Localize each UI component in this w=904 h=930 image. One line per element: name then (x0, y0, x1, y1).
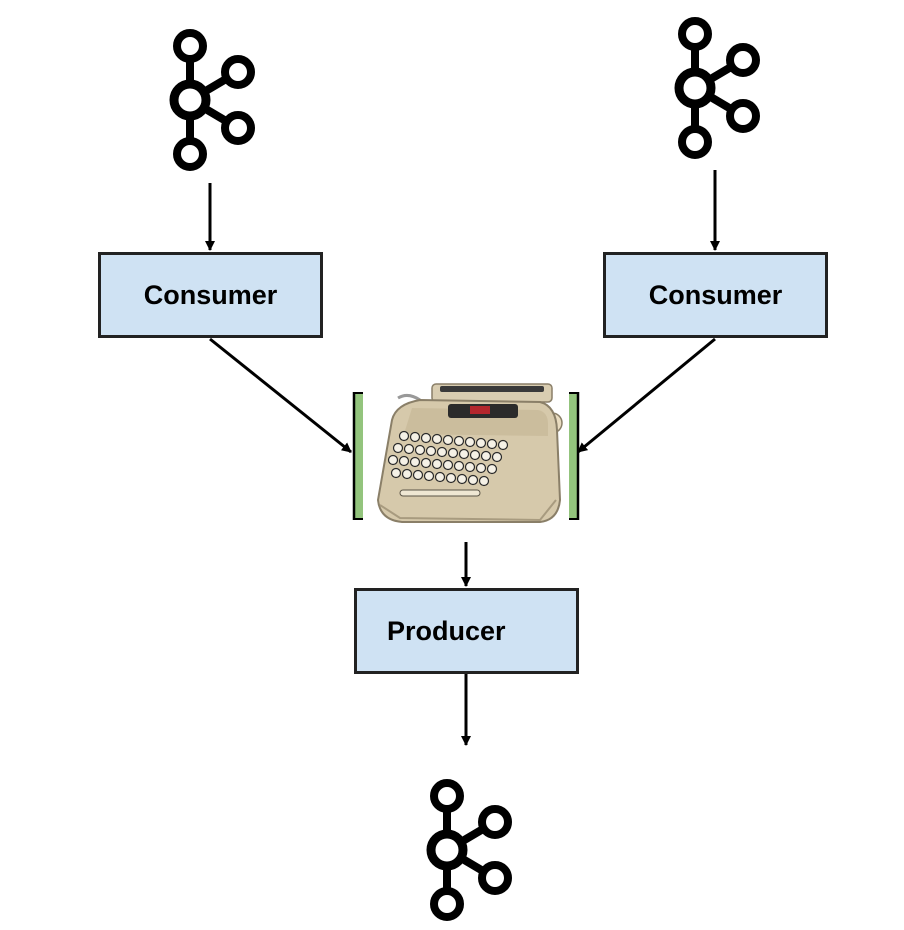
consumer-right-label: Consumer (648, 279, 783, 310)
producer-box (355, 589, 578, 673)
edge-consumer-right-to-processor (577, 337, 716, 454)
edge-consumer-left-to-processor (209, 337, 352, 454)
consumer-right-box (604, 253, 827, 337)
consumer-left-box (99, 253, 322, 337)
consumer-left-label: Consumer (143, 279, 278, 310)
processor-bracket-right (569, 392, 580, 520)
consumer-right-node: Consumer (603, 252, 828, 338)
producer-label: Producer (387, 615, 506, 646)
kafka-logo-icon (431, 783, 508, 917)
consumer-left-node: Consumer (98, 252, 323, 338)
typewriter-icon (376, 383, 563, 523)
producer-node: Producer (354, 588, 579, 674)
kafka-logo-icon (174, 33, 251, 167)
processor-bracket-left (352, 392, 363, 520)
kafka-logo-icon (679, 21, 756, 155)
